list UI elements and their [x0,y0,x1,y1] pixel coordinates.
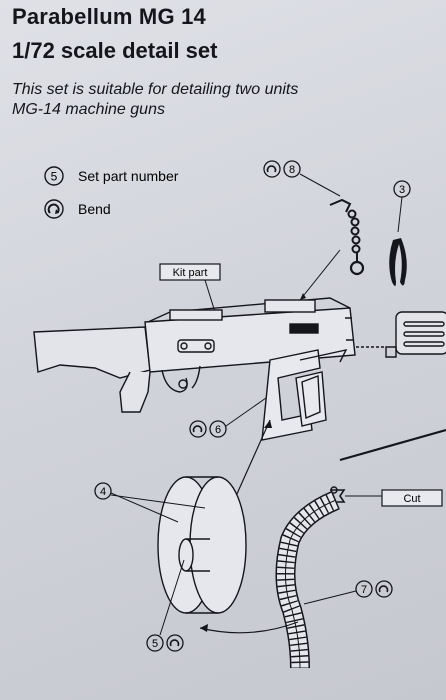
part-4-number: 4 [100,486,106,498]
part-7-callout: 7 [303,580,393,605]
part-6-callout: 6 [189,397,267,438]
legend-part-number-symbol: 5 [44,166,64,186]
part-3-callout: 3 [389,180,411,286]
page-subtitle: 1/72 scale detail set [12,38,218,63]
part-6-number: 6 [215,424,221,436]
cut-label: Cut [403,493,420,505]
page-title: Parabellum MG 14 [12,4,206,29]
legend-part-number-label: Set part number [78,168,179,184]
part-4-callout: 4 [94,482,206,523]
part-7-number: 7 [361,584,367,596]
part-3-number: 3 [399,184,405,196]
part-7-belt [275,490,341,669]
cut-callout: Cut [330,486,443,507]
part-4-drum [157,476,247,614]
part-5-callout: 5 [146,559,185,652]
part-8-chain [299,198,365,301]
belt-to-drum-arrow [199,621,299,634]
kit-part-callout: Kit part [159,263,221,313]
part-5-number: 5 [152,638,158,650]
kit-part-label: Kit part [173,267,208,279]
part-8-callout: 8 [263,160,341,197]
set-description: This set is suitable for detailing two u… [12,81,299,118]
gun-body [33,297,446,462]
legend-part-number-digit: 5 [51,170,58,184]
part-8-number: 8 [289,164,295,176]
legend-bend-icon [44,199,64,219]
part-6-plate [261,349,348,441]
assembly-arrow [231,419,271,506]
legend-bend-label: Bend [78,201,111,217]
